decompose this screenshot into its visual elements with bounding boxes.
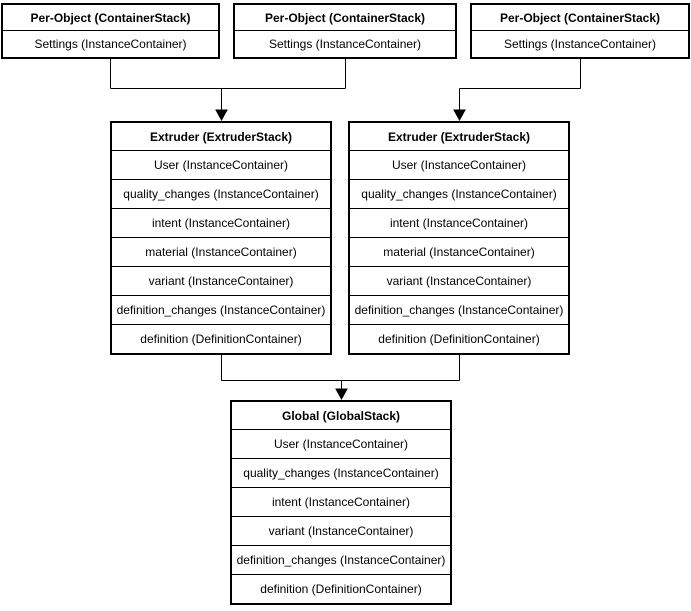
stack-title: Per-Object (ContainerStack) bbox=[30, 10, 191, 25]
per-object-stack-1: Per-Object (ContainerStack) Settings (In… bbox=[1, 3, 220, 59]
stack-title: Extruder (ExtruderStack) bbox=[149, 129, 293, 144]
per-object-stack-2: Per-Object (ContainerStack) Settings (In… bbox=[233, 3, 457, 59]
row-intent: intent (InstanceContainer) bbox=[232, 487, 450, 516]
per-object-stack-3: Per-Object (ContainerStack) Settings (In… bbox=[470, 3, 690, 59]
row-definition: definition (DefinitionContainer) bbox=[232, 574, 450, 603]
row-intent: intent (InstanceContainer) bbox=[350, 208, 568, 237]
row-quality-changes: quality_changes (InstanceContainer) bbox=[112, 179, 330, 208]
row-user: User (InstanceContainer) bbox=[112, 150, 330, 179]
extruder-stack-1: Extruder (ExtruderStack) User (InstanceC… bbox=[110, 121, 332, 355]
connector-perobject3-to-extruder2 bbox=[453, 57, 581, 122]
arrowhead-extruder1 bbox=[215, 109, 228, 122]
row-definition: definition (DefinitionContainer) bbox=[350, 324, 568, 353]
connector-perobject12-to-extruder1 bbox=[110, 57, 346, 122]
row-quality-changes: quality_changes (InstanceContainer) bbox=[232, 458, 450, 487]
row-settings: Settings (InstanceContainer) bbox=[235, 30, 455, 57]
stack-title: Extruder (ExtruderStack) bbox=[387, 129, 531, 144]
stack-title: Per-Object (ContainerStack) bbox=[264, 10, 426, 25]
stack-title: Per-Object (ContainerStack) bbox=[499, 10, 661, 25]
row-user: User (InstanceContainer) bbox=[350, 150, 568, 179]
row-variant: variant (InstanceContainer) bbox=[232, 516, 450, 545]
row-settings: Settings (InstanceContainer) bbox=[3, 30, 218, 57]
connector-extruders-to-global bbox=[221, 355, 460, 401]
row-variant: variant (InstanceContainer) bbox=[350, 266, 568, 295]
row-material: material (InstanceContainer) bbox=[112, 237, 330, 266]
row-definition: definition (DefinitionContainer) bbox=[112, 324, 330, 353]
arrowhead-global bbox=[335, 388, 348, 401]
row-intent: intent (InstanceContainer) bbox=[112, 208, 330, 237]
row-definition-changes: definition_changes (InstanceContainer) bbox=[232, 545, 450, 574]
row-quality-changes: quality_changes (InstanceContainer) bbox=[350, 179, 568, 208]
row-definition-changes: definition_changes (InstanceContainer) bbox=[112, 295, 330, 324]
stack-title: Global (GlobalStack) bbox=[281, 408, 401, 423]
row-user: User (InstanceContainer) bbox=[232, 429, 450, 458]
row-settings: Settings (InstanceContainer) bbox=[472, 30, 688, 57]
row-variant: variant (InstanceContainer) bbox=[112, 266, 330, 295]
arrowhead-extruder2 bbox=[453, 109, 466, 122]
global-stack: Global (GlobalStack) User (InstanceConta… bbox=[230, 400, 452, 605]
extruder-stack-2: Extruder (ExtruderStack) User (InstanceC… bbox=[348, 121, 570, 355]
row-definition-changes: definition_changes (InstanceContainer) bbox=[350, 295, 568, 324]
row-material: material (InstanceContainer) bbox=[350, 237, 568, 266]
